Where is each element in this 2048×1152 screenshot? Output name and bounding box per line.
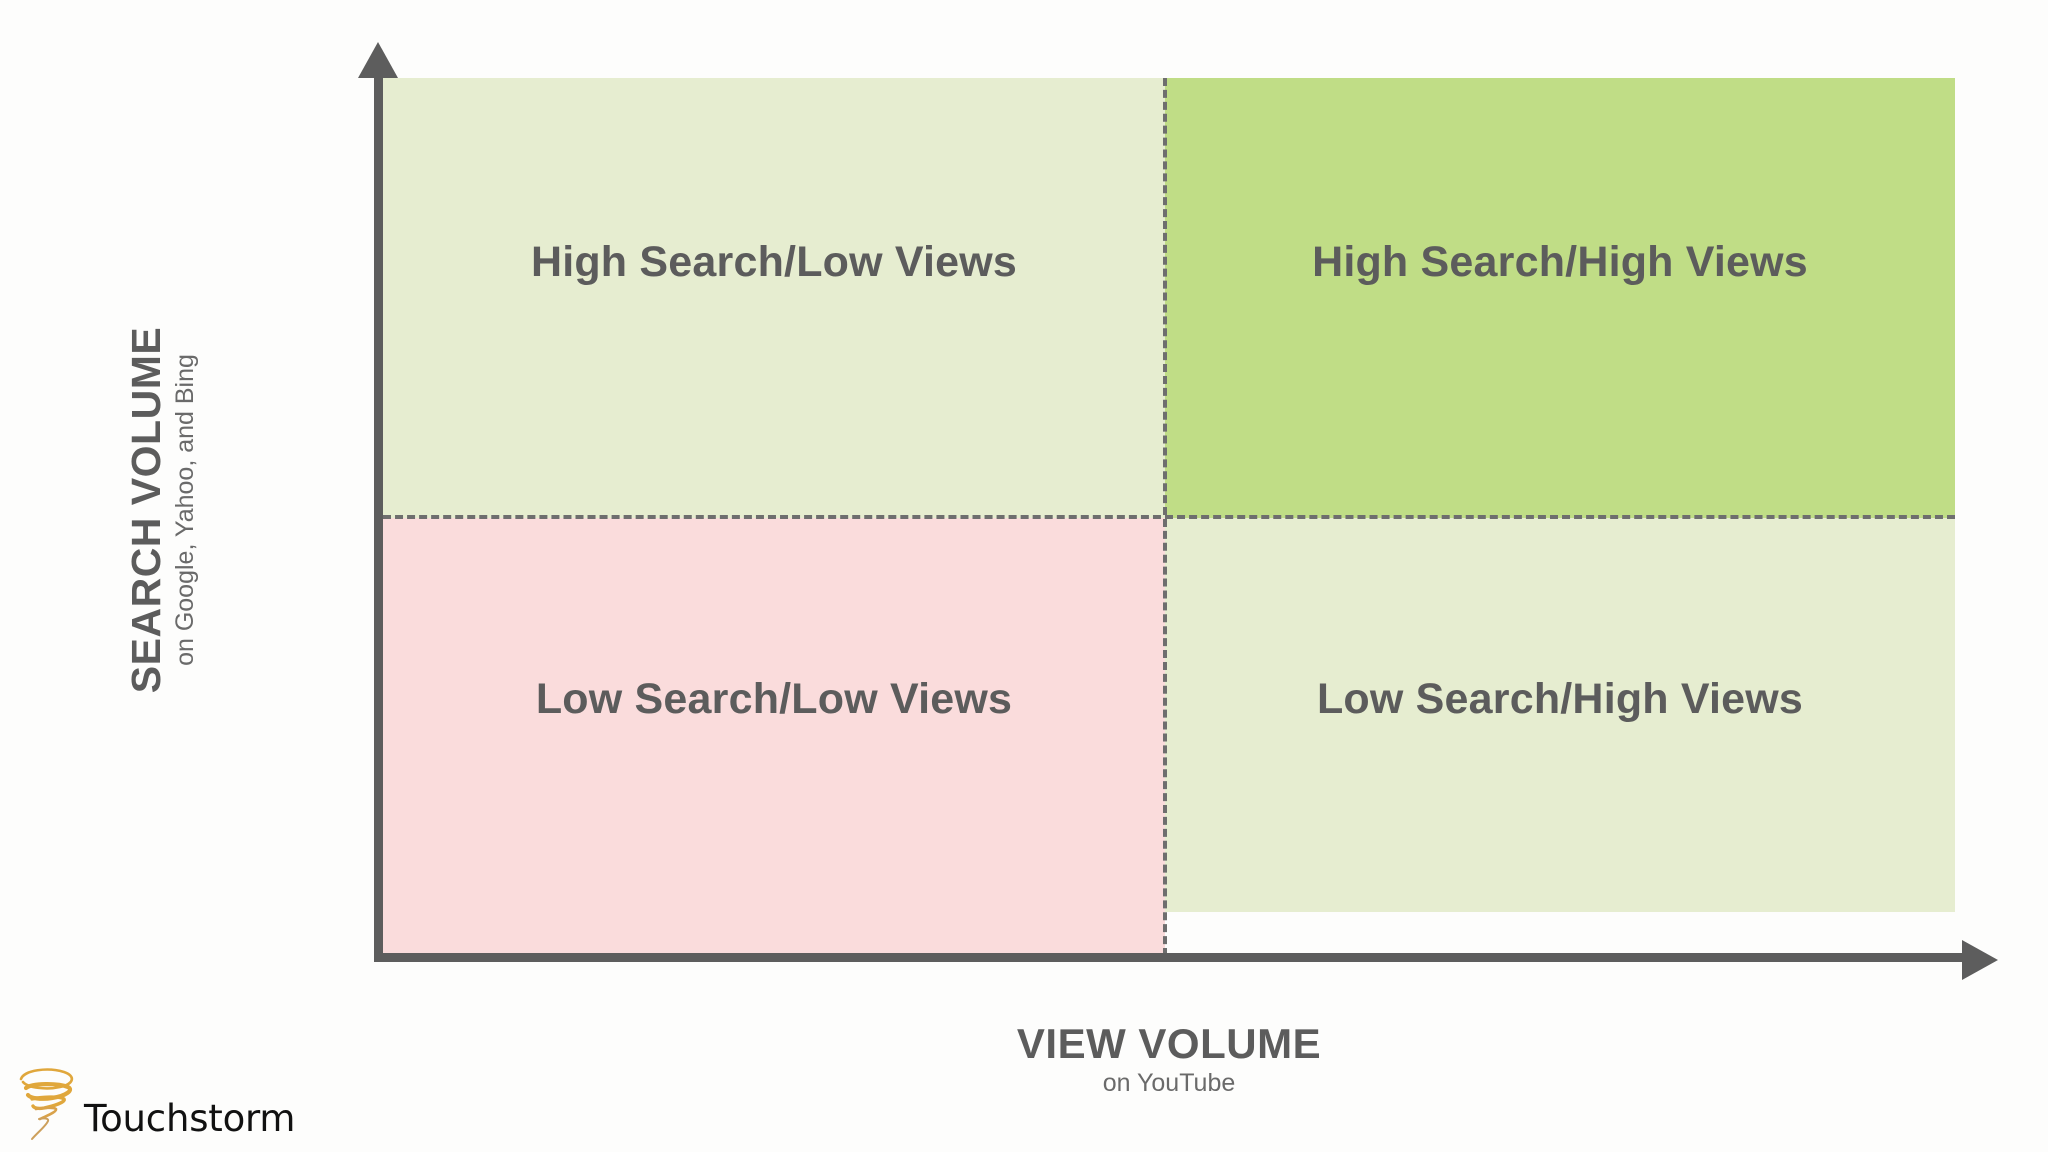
- x-axis-line: [374, 953, 1966, 962]
- x-axis-title: VIEW VOLUME on YouTube: [383, 1020, 1955, 1099]
- x-axis-title-main: VIEW VOLUME: [1016, 1020, 1322, 1067]
- x-axis-title-subtitle: on YouTube: [1102, 1069, 1236, 1098]
- quadrant-high-search-high-views: High Search/High Views: [1165, 78, 1955, 518]
- tornado-swirl-icon: [19, 1068, 74, 1140]
- brand-logo-text: Touchstorm: [84, 1097, 296, 1140]
- y-axis-title-subtitle: on Google, Yahoo, and Bing: [170, 354, 199, 666]
- quadrant-label-low-search-high-views: Low Search/High Views: [1316, 675, 1804, 723]
- y-axis-line: [374, 72, 383, 960]
- quadrant-divider-horizontal: [383, 515, 1955, 519]
- brand-logo: Touchstorm: [14, 1066, 295, 1142]
- x-axis-arrow-icon: [1962, 940, 1998, 980]
- quadrant-high-search-low-views: High Search/Low Views: [383, 78, 1165, 518]
- quadrant-divider-vertical: [1163, 78, 1167, 956]
- quadrant-label-low-search-low-views: Low Search/Low Views: [535, 675, 1013, 723]
- quadrant-low-search-low-views: Low Search/Low Views: [383, 518, 1165, 960]
- y-axis-arrow-icon: [358, 42, 398, 78]
- y-axis-title: SEARCH VOLUME on Google, Yahoo, and Bing: [122, 300, 201, 720]
- quadrant-label-high-search-high-views: High Search/High Views: [1312, 238, 1808, 286]
- quadrant-low-search-high-views: Low Search/High Views: [1165, 518, 1955, 912]
- quadrant-label-high-search-low-views: High Search/Low Views: [530, 238, 1018, 286]
- y-axis-title-main: SEARCH VOLUME: [122, 326, 169, 694]
